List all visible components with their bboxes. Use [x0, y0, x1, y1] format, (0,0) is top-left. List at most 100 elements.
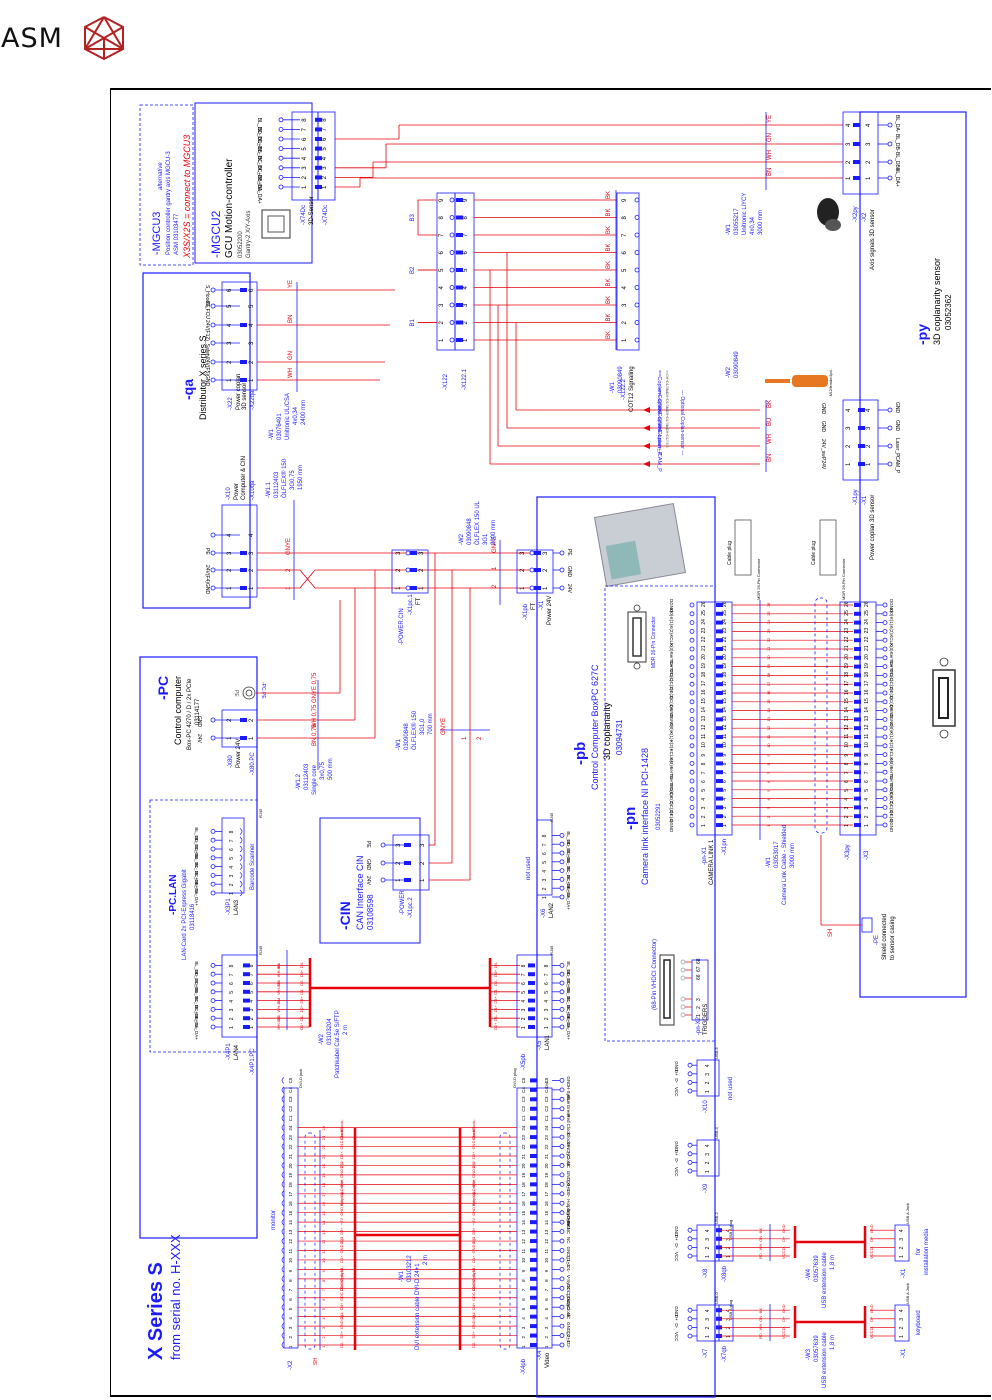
terminal-icon	[687, 1142, 693, 1148]
pin-number: 22	[844, 636, 850, 642]
terminal-icon	[405, 585, 411, 591]
usb-jack-label: USB-2	[714, 1211, 719, 1224]
pin-number: 2	[227, 360, 233, 364]
pin-number: 3	[622, 303, 628, 307]
cable-type: USB extension cable	[822, 1252, 828, 1308]
pin-contact-icon	[853, 142, 860, 146]
pin-number: 7	[229, 839, 235, 842]
core-number: 6	[766, 780, 771, 783]
pin-number: 4	[622, 286, 628, 290]
terminal-icon	[882, 805, 888, 810]
pn-part: 03052291	[656, 803, 662, 830]
socket-icon	[281, 1171, 285, 1179]
pin-number: 16	[701, 689, 707, 695]
x80-connector	[221, 709, 258, 748]
terminal-icon	[689, 629, 695, 634]
pin-contact-icon	[854, 708, 861, 713]
cable-plug-icon	[734, 519, 752, 576]
pin-contact-icon	[530, 1172, 537, 1177]
pin-number: 6	[463, 251, 469, 255]
wire-signal-label: D4+	[339, 1302, 344, 1310]
py-x3-connector	[839, 601, 877, 836]
pin-number: 11	[864, 734, 870, 739]
pin-number: 20	[288, 1163, 293, 1169]
pin-contact-icon	[716, 814, 723, 819]
pin-number: C5	[521, 1077, 526, 1083]
cin-part: 03108598	[366, 894, 375, 930]
wire-signal-label: D1+	[299, 1022, 304, 1030]
wire-signal-label: D2-	[493, 979, 498, 986]
x4-pin-label: NC	[566, 1313, 571, 1320]
pin-contact-icon	[528, 998, 535, 1003]
terminal-icon	[559, 1181, 565, 1187]
core-number: 21	[766, 646, 771, 651]
pin-contact-icon	[530, 1154, 537, 1158]
x80-pin-label: GND	[196, 716, 202, 728]
pin-contact-icon	[243, 1016, 250, 1021]
pin-number: 2	[420, 861, 426, 865]
mgcu2-pin-label: BL_DD-	[256, 118, 262, 136]
wire-signal-label: DDC Data	[339, 1272, 344, 1291]
socket-icon	[281, 1313, 285, 1320]
mgcu2-pin-label: BL_DC+	[256, 156, 262, 175]
core-number: 23	[321, 1135, 326, 1140]
pin-number: 6	[439, 251, 445, 255]
py-x1-outer-tag: -X1py	[853, 489, 859, 505]
py-x3-pin-label: CC(3)+	[889, 801, 894, 816]
pin-contact-icon	[858, 408, 865, 412]
py-x1-in-label: GND	[820, 421, 826, 433]
pin-number: 5	[521, 991, 527, 994]
terminal-icon	[210, 303, 216, 309]
pclan-part: 03118416	[190, 903, 196, 930]
core-number: 4	[321, 1317, 326, 1320]
pin-contact-icon	[716, 796, 723, 801]
pin-contact-icon	[530, 1286, 537, 1291]
wire-signal-label: D2-	[299, 979, 304, 986]
terminal-icon	[559, 1134, 565, 1140]
py-x1-in-label: GND	[820, 403, 826, 415]
qa-x10-pin-label: GND	[204, 583, 210, 595]
wire-color-label: WH-BU	[276, 981, 281, 995]
wire-signal-label: D0+	[339, 1179, 344, 1187]
pin-number: 7	[249, 973, 255, 976]
x5-pin-label: BL_DA-	[566, 1014, 571, 1030]
core-label: 2	[477, 736, 483, 740]
terminal-icon	[882, 681, 888, 687]
py-x3-pin-label: CC(4)+	[889, 696, 894, 711]
x3p1-desc: Barcode Scanner	[250, 844, 256, 890]
x3p1-tag: -X3P1	[226, 898, 232, 915]
core-label: BN 0,75	[312, 724, 318, 746]
x4p1-inner-tag: -X4P1.PC	[250, 1048, 256, 1075]
terminal-icon	[210, 1015, 216, 1021]
pn-frame	[604, 585, 716, 1042]
wire-signal-label: D1+	[493, 1004, 498, 1012]
py-x2-pin-label: BL_DA+	[894, 168, 900, 187]
pin-number: 4	[846, 408, 852, 412]
pin-contact-icon	[243, 981, 250, 985]
pin-number: C5	[288, 1077, 293, 1083]
wire-color-label: BK	[606, 208, 612, 216]
pn-pin-label: CC(4)+	[669, 696, 674, 711]
terminal-icon	[559, 1229, 565, 1234]
terminal-icon	[689, 761, 695, 766]
cable-length: 2 m	[423, 1255, 429, 1265]
terminal-icon	[887, 407, 893, 413]
core-number: 25	[766, 611, 771, 616]
wire-signal-label: D4+	[493, 969, 498, 977]
pin-contact-icon	[456, 198, 463, 202]
terminal-icon	[210, 532, 216, 538]
terminal-icon	[559, 877, 565, 882]
x6-connector	[536, 819, 553, 896]
terminal-icon	[634, 267, 640, 273]
pin-number: 8	[288, 1279, 293, 1282]
qa-x22-pin-label: 24V(F5)	[204, 357, 210, 375]
cable-part: 03053017	[774, 841, 780, 868]
pin-number: 7	[722, 771, 728, 774]
terminal-icon	[634, 337, 640, 343]
cable-length: 700 mm	[428, 713, 434, 735]
terminal-icon	[634, 232, 640, 238]
py-x1-in-label: 24V_sw	[820, 439, 826, 457]
pin-number: 1	[302, 185, 308, 189]
terminal-icon	[559, 585, 565, 591]
terminal-icon	[210, 864, 216, 869]
